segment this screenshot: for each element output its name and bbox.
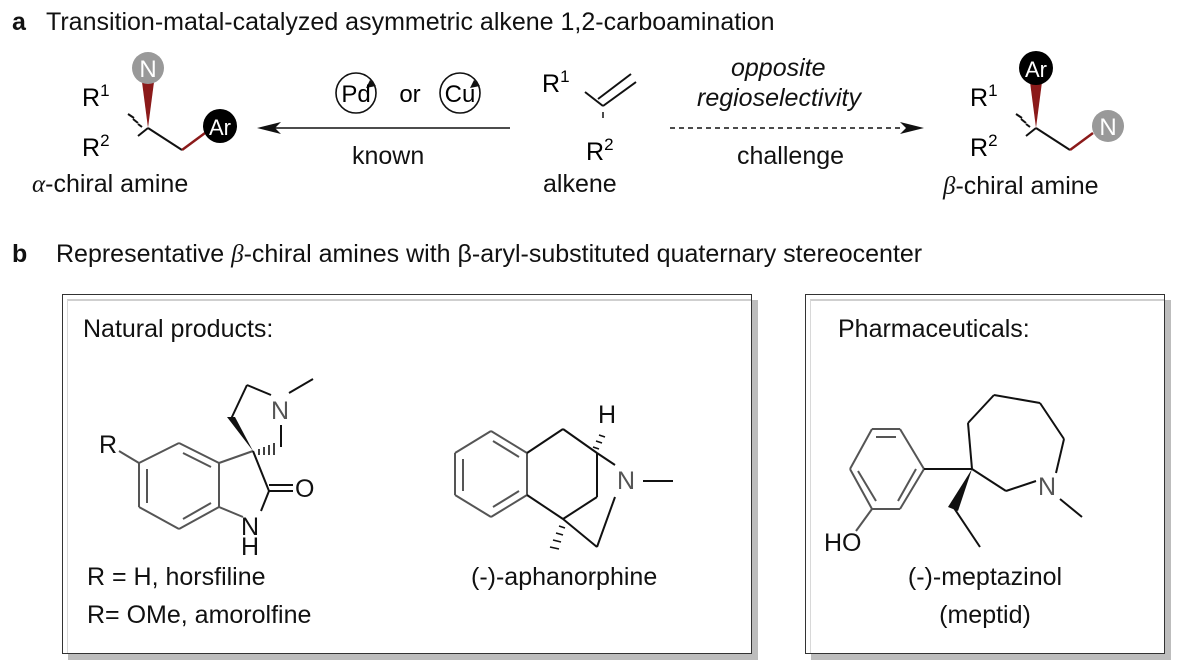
n-label: N (1099, 114, 1116, 141)
aphanorphine-caption: (-)-aphanorphine (471, 563, 658, 591)
wedge-bond (227, 417, 253, 451)
n-circle (132, 52, 164, 84)
beta-chiral-amine-name: β-chiral amine (943, 172, 1099, 200)
r1-label: R1 (82, 81, 110, 112)
n-label: N (271, 397, 289, 425)
ar-label: Ar (1025, 57, 1047, 82)
meptazinol-caption: (-)-meptazinol (907, 563, 1063, 591)
horsfiline-caption: R = H, horsfiline (87, 563, 266, 591)
known-arrow (257, 122, 510, 134)
ar-circle (203, 109, 237, 143)
pharmaceuticals-box: Pharmaceuticals: HO N (805, 294, 1165, 654)
r2-label: R2 (970, 131, 998, 162)
panel-b-title: Representative β-chiral amines with β-ar… (56, 240, 923, 268)
ar-circle (1019, 51, 1053, 85)
amorolfine-caption: R= OMe, amorolfine (87, 601, 312, 629)
regioselectivity-label: regioselectivity (697, 84, 861, 112)
natural-products-box: Natural products: (62, 294, 752, 654)
wedge-bond (142, 82, 154, 128)
ho-label: HO (824, 529, 862, 557)
known-label: known (352, 142, 425, 170)
catalysts: Pd or Cu (335, 72, 481, 114)
panel-b-letter: b (12, 240, 28, 268)
cu-catalytic-cycle-icon (439, 72, 481, 114)
hashed-bond (549, 434, 606, 550)
horsfiline-structure: R N O N H (99, 378, 314, 557)
cu-label: Cu (445, 81, 476, 108)
h-label: H (598, 401, 616, 429)
pd-label: Pd (341, 81, 370, 108)
meptid-caption: (meptid) (939, 601, 1031, 629)
hashed-bond (1015, 113, 1031, 128)
beta-chiral-amine-structure: R1 R2 Ar N (970, 51, 1124, 162)
nh-n-label: N (241, 513, 259, 541)
ar-label: Ar (209, 115, 231, 140)
natural-products-heading: Natural products: (83, 315, 274, 343)
alpha-chiral-amine-structure: R1 R2 N Ar (82, 52, 237, 162)
pharmaceuticals-heading: Pharmaceuticals: (838, 315, 1030, 343)
opposite-label: opposite (731, 54, 826, 82)
alkene-name: alkene (543, 170, 617, 198)
r2-label: R2 (82, 131, 110, 162)
r-label: R (99, 431, 117, 459)
n-circle (1092, 110, 1124, 142)
wedge-bond (948, 469, 972, 511)
challenge-label: challenge (737, 142, 845, 170)
alkene-r2: R2 (586, 135, 614, 166)
hashed-bond (127, 113, 143, 128)
aphanorphine-structure: H N (454, 401, 673, 550)
r1-label: R1 (970, 81, 998, 112)
hashed-bond (258, 443, 275, 455)
alpha-chiral-amine-name: α-chiral amine (32, 170, 189, 198)
or-label: or (399, 81, 420, 108)
panel-a-letter: a (12, 8, 26, 36)
panel-a-title: Transition-matal-catalyzed asymmetric al… (46, 8, 775, 36)
alkene-structure: R1 R2 (542, 67, 637, 166)
o-label: O (295, 475, 314, 503)
alkene-r1: R1 (542, 67, 570, 98)
n-label: N (1038, 473, 1056, 501)
challenge-arrow (670, 122, 924, 134)
n-label: N (617, 467, 635, 495)
n-label: N (139, 56, 156, 83)
nh-h-label: H (241, 533, 259, 557)
wedge-bond (1030, 82, 1042, 128)
meptazinol-structure: HO N (824, 394, 1083, 557)
pd-catalytic-cycle-icon (335, 72, 377, 114)
